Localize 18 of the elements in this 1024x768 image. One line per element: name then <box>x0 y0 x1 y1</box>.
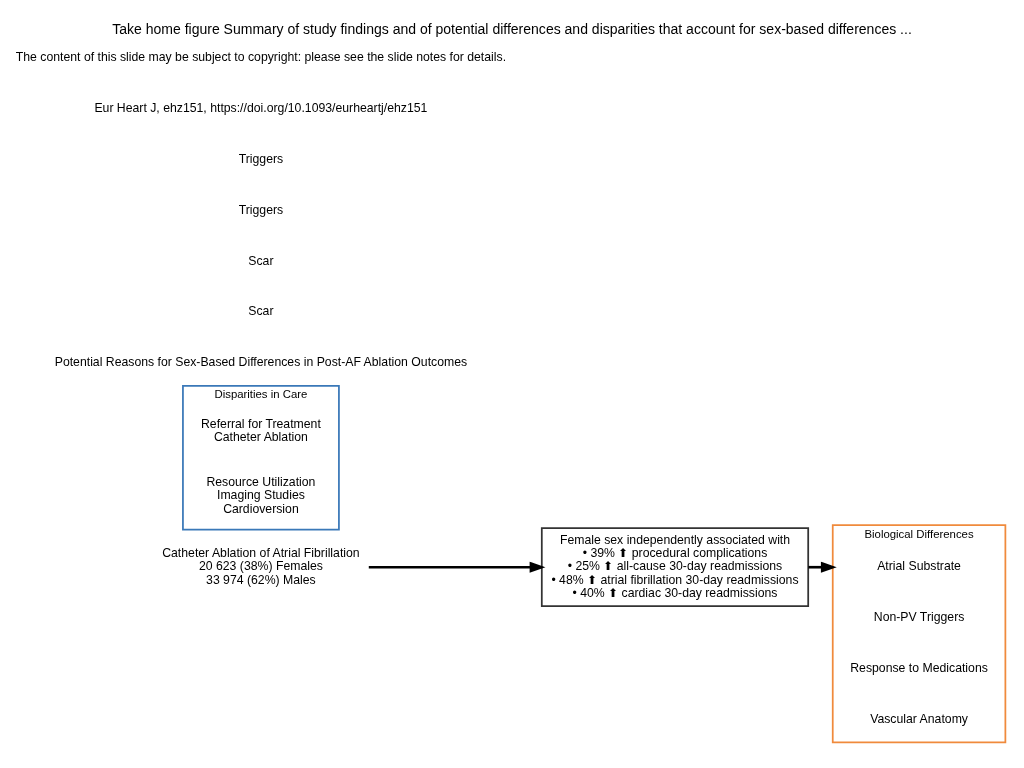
node-text: Vascular Anatomy <box>870 711 968 726</box>
label: The content of this slide may be subject to copyright: please see the slide notes for details. <box>15 49 507 64</box>
label: Eur Heart J, ehz151, https://doi.org/10.1093/eurheartj/ehz151 <box>94 100 428 115</box>
arrow <box>808 561 837 573</box>
node-text: Response to Medications <box>850 660 988 675</box>
label: Scar <box>248 303 274 318</box>
arrow <box>368 561 546 573</box>
label: Scar <box>248 253 274 268</box>
label: Triggers <box>238 202 284 217</box>
diagram-title: Take home figure Summary of study findings and of potential differences and disparities that account for sex-based differences ... <box>112 20 912 37</box>
node-text: Resource Utilization Imaging Studies Cardioversion <box>206 474 316 516</box>
label: Potential Reasons for Sex-Based Differences in Post-AF Ablation Outcomes <box>54 354 468 369</box>
node-text: Catheter Ablation of Atrial Fibrillation 20 623 (38%) Females 33 974 (62%) Males <box>162 545 360 587</box>
label: Triggers <box>238 151 284 166</box>
node-text: Referral for Treatment Catheter Ablation <box>201 416 321 444</box>
node-box: Female sex independently associated with • 39% ⬆ procedural complications • 25% ⬆ all-cause 30-day readmissions • 48% ⬆ atrial fibrillation 30-day readmissions • 40% ⬆ cardiac 30-day readmissions <box>540 526 810 607</box>
node-text: Atrial Substrate <box>877 558 961 573</box>
node-text: Non-PV Triggers <box>873 609 965 624</box>
